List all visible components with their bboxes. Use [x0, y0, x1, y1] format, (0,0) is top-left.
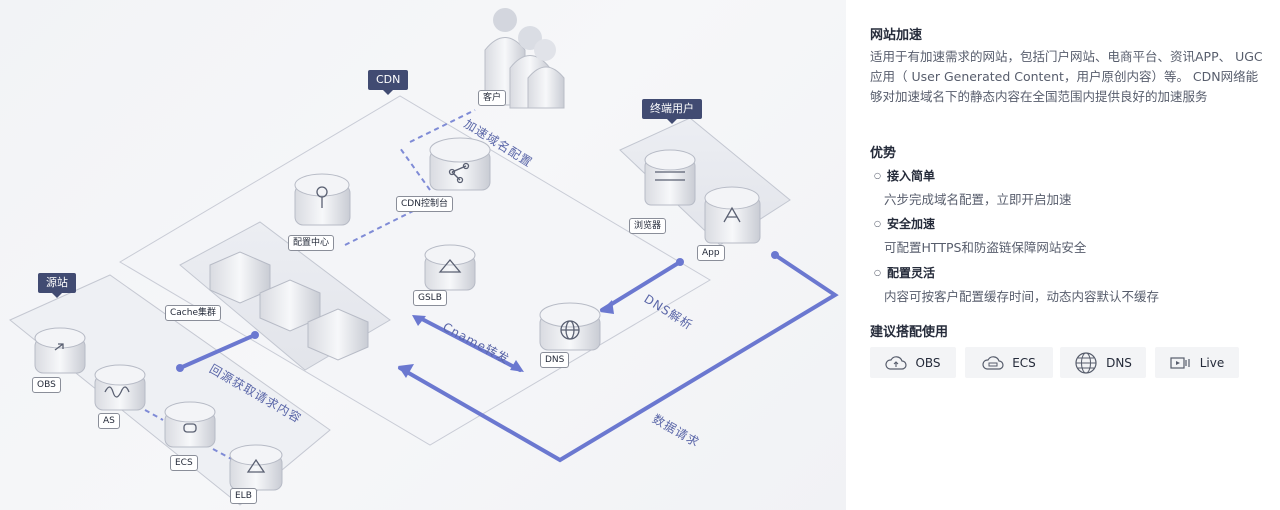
- cloud-server-icon: [982, 355, 1004, 370]
- gslb-label: GSLB: [413, 290, 447, 306]
- scenario-description: 适用于有加速需求的网站，包括门户网站、电商平台、资讯APP、 UGC应用（ Us…: [870, 49, 1263, 104]
- product-chip-live-label: Live: [1199, 355, 1225, 370]
- product-chip-dns[interactable]: DNS: [1060, 347, 1146, 378]
- live-video-icon: [1170, 356, 1190, 369]
- dns-label: DNS: [540, 352, 570, 368]
- advantage-title-easy-access: 接入简单: [874, 167, 935, 184]
- product-chip-obs-label: OBS: [915, 355, 941, 370]
- ecs-label: ECS: [170, 455, 198, 471]
- product-chip-obs[interactable]: OBS: [870, 347, 956, 378]
- origin-tag: 源站: [38, 273, 76, 298]
- customer-figures: [484, 8, 565, 109]
- scenario-panel: 网站加速 适用于有加速需求的网站，包括门户网站、电商平台、资讯APP、 UGC应…: [846, 0, 1280, 510]
- product-chip-ecs-label: ECS: [1012, 355, 1036, 370]
- advantage-desc-easy-access: 六步完成域名配置，立即开启加速: [884, 192, 1072, 207]
- product-chip-ecs[interactable]: ECS: [965, 347, 1053, 378]
- app-label: App: [697, 245, 725, 261]
- recommend-title: 建议搭配使用: [870, 325, 949, 340]
- advantage-title-flexible: 配置灵活: [874, 264, 935, 281]
- obs-label: OBS: [32, 377, 61, 393]
- architecture-diagram: CDN 终端用户 源站 客户 CDN控制台 配置中心 Cache集群 GSLB …: [0, 0, 846, 510]
- cache-cluster-label: Cache集群: [165, 305, 221, 321]
- browser-label: 浏览器: [629, 218, 667, 234]
- cdn-tag: CDN: [368, 70, 409, 95]
- as-label: AS: [98, 413, 120, 429]
- advantage-title-secure: 安全加速: [874, 215, 935, 232]
- product-chip-dns-label: DNS: [1106, 355, 1132, 370]
- scenario-title: 网站加速: [870, 28, 923, 43]
- end-user-tag: 终端用户: [642, 99, 702, 124]
- globe-icon: [1075, 351, 1097, 374]
- cloud-storage-icon: [885, 355, 908, 370]
- node-icons: [54, 162, 741, 473]
- product-chip-live[interactable]: Live: [1155, 347, 1239, 378]
- config-center-label: 配置中心: [288, 235, 335, 251]
- elb-label: ELB: [230, 488, 257, 504]
- flow-arrows: [178, 253, 839, 463]
- advantage-desc-flexible: 内容可按客户配置缓存时间，动态内容默认不缓存: [884, 289, 1160, 304]
- advantage-desc-secure: 可配置HTTPS和防盗链保障网站安全: [884, 240, 1087, 255]
- flow-arrowheads: [176, 251, 779, 378]
- customer-label: 客户: [478, 90, 507, 106]
- advantages-title: 优势: [870, 146, 897, 161]
- cdn-console-label: CDN控制台: [396, 196, 453, 212]
